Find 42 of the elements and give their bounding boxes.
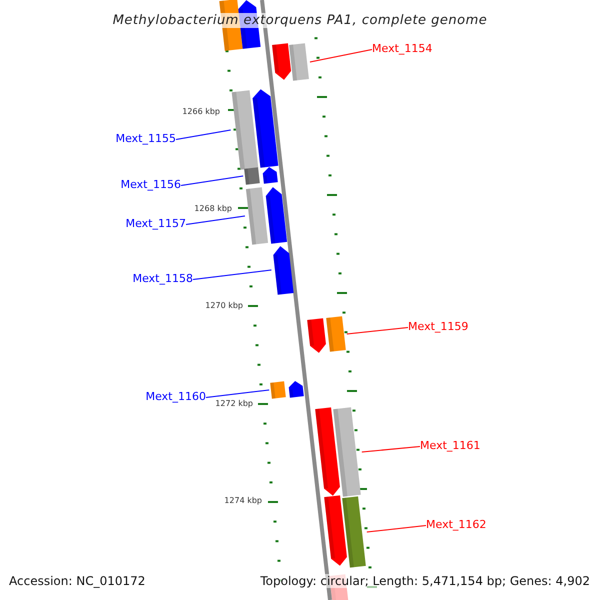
gene-label: Mext_1162: [426, 518, 486, 531]
scale-label: 1274 kbp: [224, 496, 262, 506]
leader-line: [180, 176, 244, 186]
gene-label: Mext_1154: [372, 42, 432, 55]
gene-feature: [333, 407, 361, 497]
leader-line: [192, 270, 272, 280]
leader-line: [346, 327, 408, 334]
scale-label: 1268 kbp: [194, 204, 232, 214]
footer-text: Topology: circular; Length: 5,471,154 bp; Genes: 4,902: [260, 574, 590, 588]
gene-feature: [326, 316, 346, 352]
gene-label: Mext_1157: [126, 217, 186, 230]
gene-feature: [244, 167, 260, 185]
gene-label: Mext_1159: [408, 320, 468, 333]
leader-line: [366, 525, 426, 532]
scale-label: 1266 kbp: [182, 107, 220, 117]
gene-label: Mext_1156: [120, 178, 181, 191]
gene-label: Mext_1155: [116, 132, 176, 145]
gene-feature: [246, 187, 268, 245]
gene-feature: [342, 496, 366, 568]
scale-label: 1272 kbp: [215, 399, 253, 409]
gene-feature: [315, 407, 340, 496]
gene-feature: [273, 246, 294, 295]
gene-feature: [324, 495, 347, 566]
gene-label: Mext_1161: [420, 439, 480, 452]
genome-title: Methylobacterium extorquens PA1, complete genome: [110, 13, 490, 28]
scale-label: 1270 kbp: [205, 301, 243, 311]
gene-feature: [307, 318, 326, 353]
gene-feature: [266, 187, 288, 244]
gene-label: Mext_1158: [132, 272, 193, 285]
gene-feature: [270, 381, 286, 399]
leader-line: [206, 390, 270, 398]
gene-feature: [288, 381, 304, 398]
leader-line: [361, 446, 420, 452]
gene-feature: [262, 167, 278, 184]
gene-feature: [289, 43, 309, 81]
gene-feature: [272, 43, 292, 80]
gene-label: Mext_1160: [146, 390, 206, 403]
gene-feature: [232, 90, 258, 170]
leader-line: [309, 49, 372, 62]
leader-line: [186, 216, 246, 225]
footer-text: Accession: NC_010172: [9, 574, 146, 588]
leader-line: [176, 130, 232, 140]
